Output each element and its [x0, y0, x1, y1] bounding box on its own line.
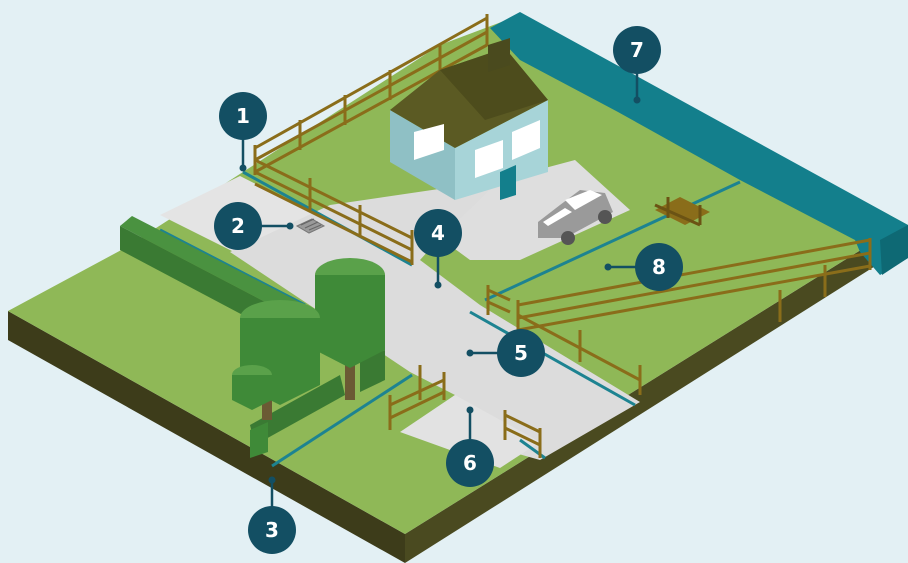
marker-1[interactable]: 1: [219, 92, 267, 140]
marker-3[interactable]: 3: [248, 506, 296, 554]
marker-8-label: 8: [652, 255, 666, 279]
marker-4-label: 4: [431, 221, 445, 245]
marker-7-label: 7: [630, 38, 644, 62]
marker-5-label: 5: [514, 341, 528, 365]
marker-2-label: 2: [231, 214, 245, 238]
marker-2[interactable]: 2: [214, 202, 262, 250]
marker-6[interactable]: 6: [446, 439, 494, 487]
tree-crown-tall: [315, 275, 385, 368]
marker-6-label: 6: [463, 451, 477, 475]
marker-1-label: 1: [236, 104, 250, 128]
marker-8[interactable]: 8: [635, 243, 683, 291]
marker-3-label: 3: [265, 518, 279, 542]
marker-4[interactable]: 4: [414, 209, 462, 257]
marker-5[interactable]: 5: [497, 329, 545, 377]
marker-7[interactable]: 7: [613, 26, 661, 74]
